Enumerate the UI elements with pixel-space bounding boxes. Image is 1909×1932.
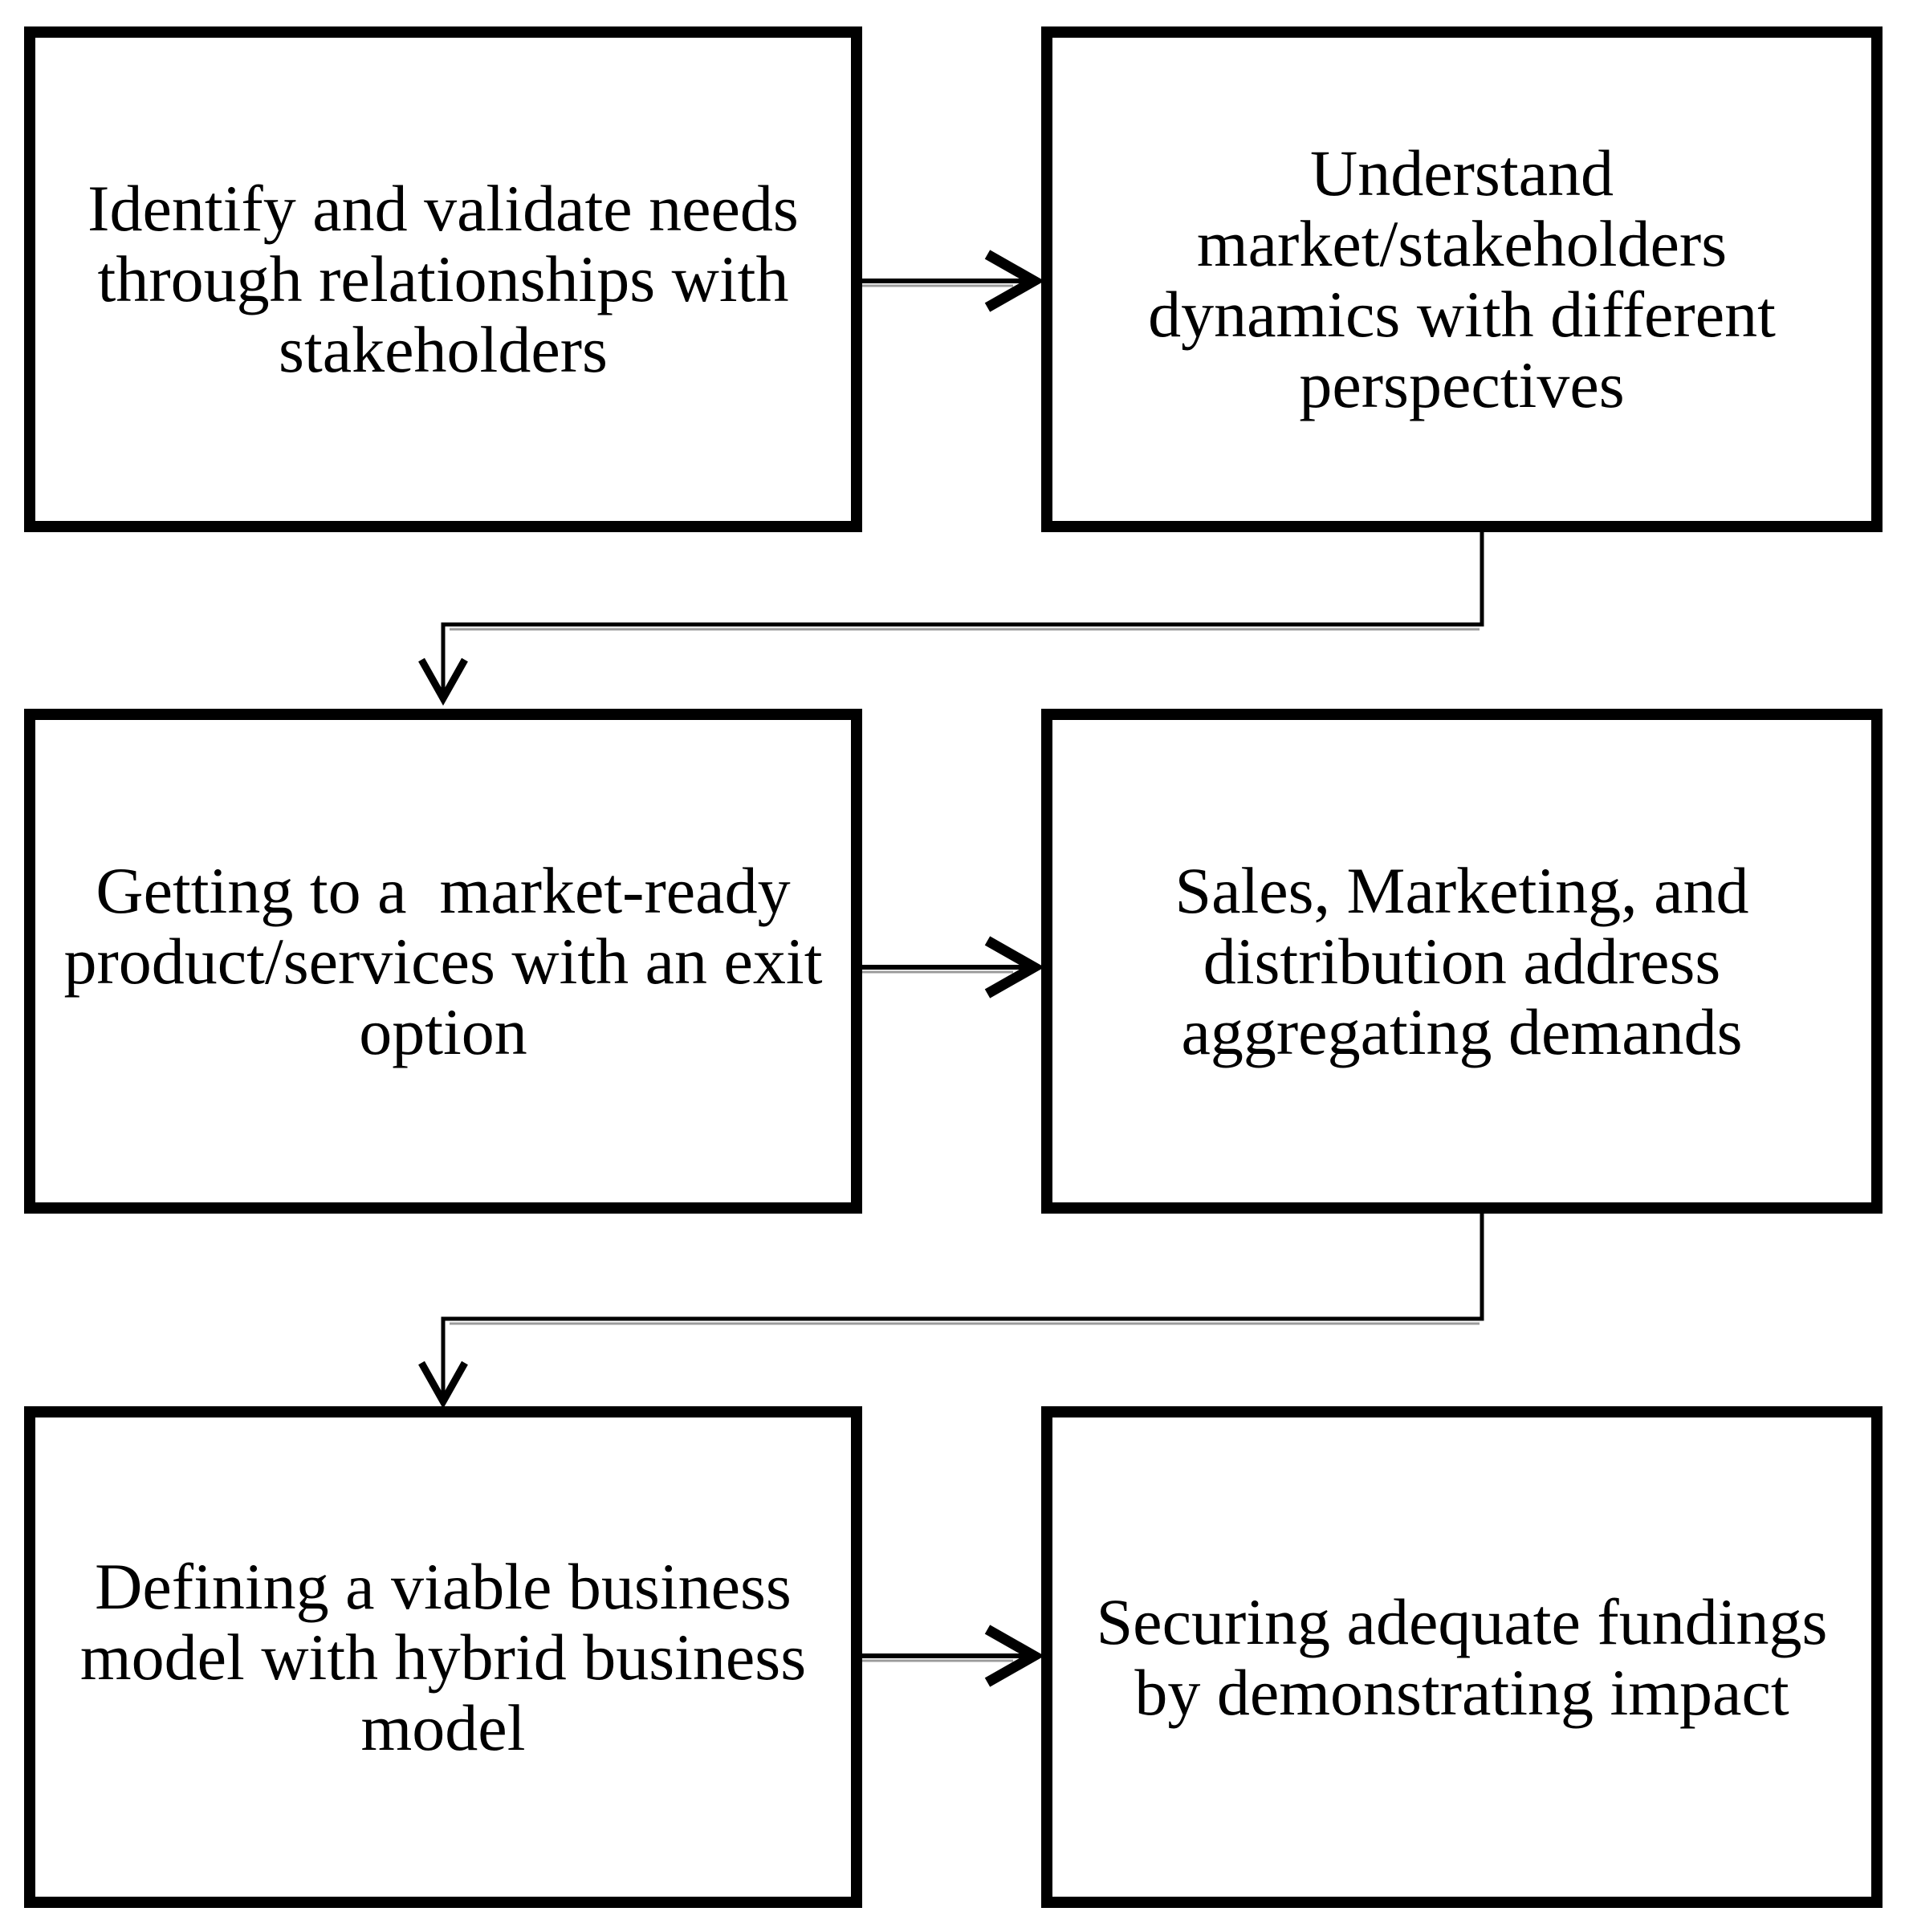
arrowhead-down: [418, 657, 468, 706]
flow-box-sales-marketing-distribution: Sales, Marketing, and distribution addre…: [1041, 709, 1883, 1214]
connector-understand-to-market-ready: [418, 532, 1484, 706]
arrowhead-right: [984, 250, 1045, 312]
connector-line: [441, 1214, 1484, 1397]
flow-box-securing-fundings: Securing adequate fundings by demonstrat…: [1041, 1406, 1883, 1908]
flow-box-understand-market-text: Understand market/stakeholders dynamics …: [1148, 136, 1776, 421]
connector-sales-to-business-model: [418, 1214, 1484, 1409]
flow-box-market-ready-product-text: Getting to a market-ready product/servic…: [63, 853, 823, 1068]
arrowhead-down: [418, 1361, 468, 1409]
flow-box-viable-business-model-text: Defining a viable business model with hy…: [79, 1549, 807, 1764]
arrowhead-right: [984, 936, 1045, 999]
flow-box-securing-fundings-text: Securing adequate fundings by demonstrat…: [1096, 1584, 1828, 1729]
arrow-identify-to-understand: [862, 250, 1045, 312]
flow-box-understand-market: Understand market/stakeholders dynamics …: [1041, 26, 1883, 532]
flow-box-identify-needs: Identify and validate needs through rela…: [24, 26, 862, 532]
flow-box-market-ready-product: Getting to a market-ready product/servic…: [24, 709, 862, 1214]
flow-box-viable-business-model: Defining a viable business model with hy…: [24, 1406, 862, 1908]
arrow-market-ready-to-sales: [862, 936, 1045, 999]
flow-box-identify-needs-text: Identify and validate needs through rela…: [88, 172, 799, 386]
arrow-business-model-to-fundings: [862, 1625, 1045, 1687]
connector-line: [441, 532, 1484, 693]
flow-box-sales-marketing-distribution-text: Sales, Marketing, and distribution addre…: [1174, 853, 1749, 1068]
arrowhead-right: [984, 1625, 1045, 1687]
